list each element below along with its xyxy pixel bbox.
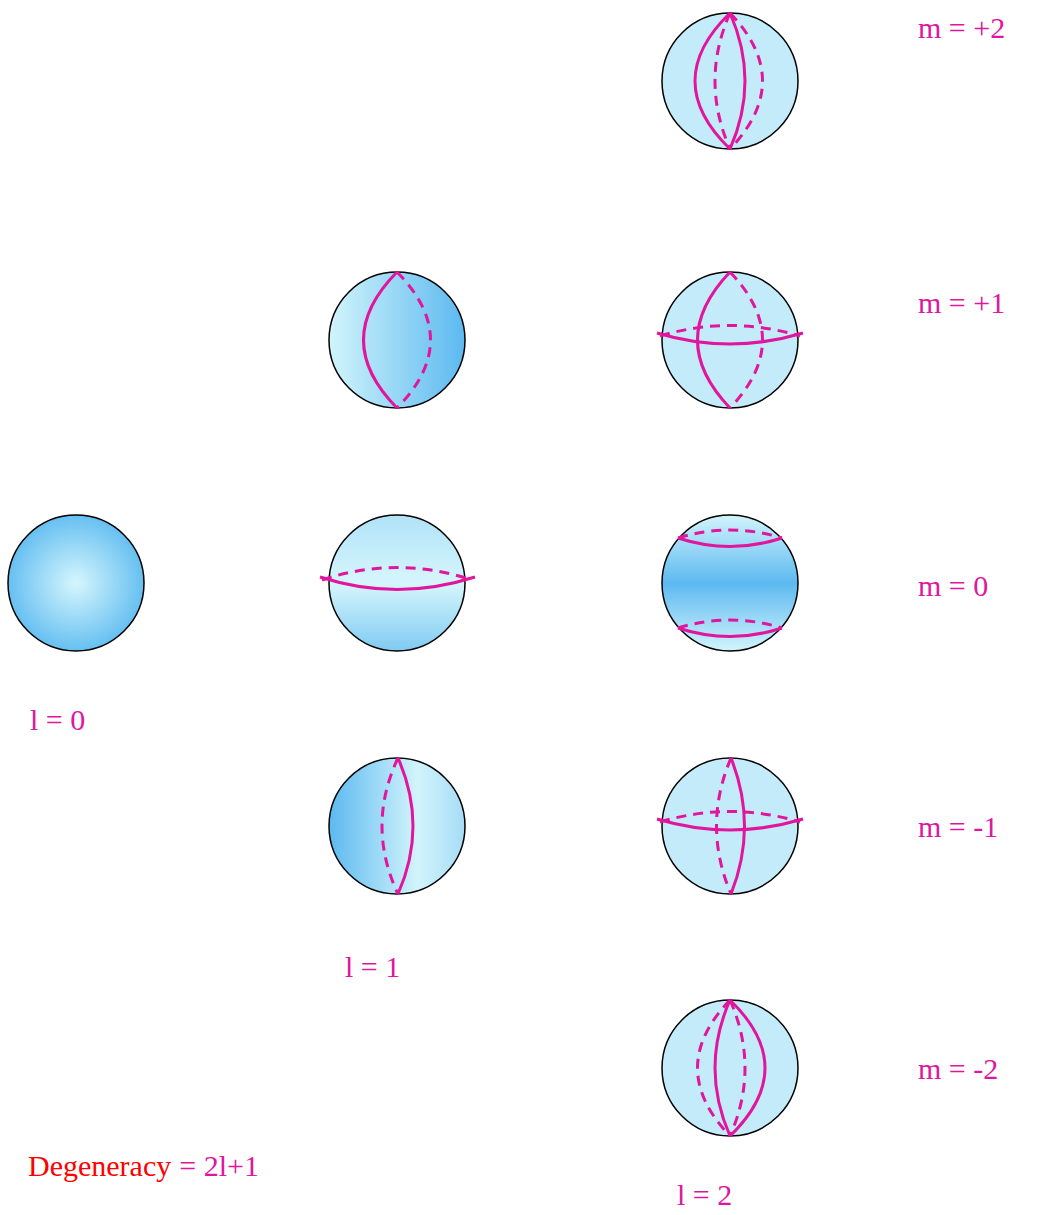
magnetic-number: m = 0	[918, 569, 988, 602]
orbital-number: l = 2	[677, 1178, 732, 1211]
degeneracy-label: Degeneracy	[28, 1149, 171, 1182]
magnetic-number: m = -1	[918, 810, 998, 843]
degeneracy-formula: = 2l+1	[179, 1149, 259, 1182]
magnetic-number: m = +1	[918, 286, 1005, 319]
magnetic-number: m = +2	[918, 11, 1005, 44]
orbital-number: l = 1	[345, 950, 400, 983]
magnetic-number: m = -2	[918, 1052, 998, 1085]
orbital-number: l = 0	[30, 703, 85, 736]
